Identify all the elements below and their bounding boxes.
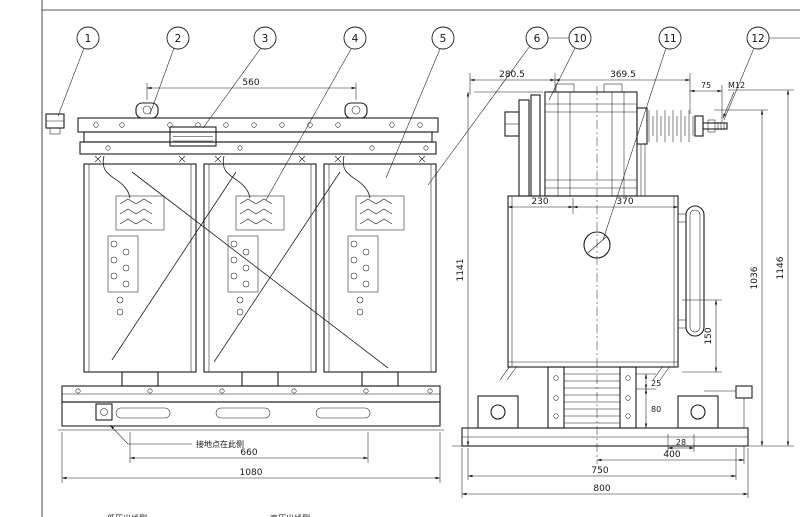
dim-1080: 1080 — [240, 468, 263, 478]
dim-280-5: 280.5 — [499, 70, 525, 80]
dim-80: 80 — [651, 405, 661, 414]
side-lower-clamp — [547, 366, 637, 429]
ground-note: 接地点在此侧 — [196, 439, 244, 449]
ground-bracket — [45, 113, 65, 135]
nameplate — [169, 126, 217, 147]
dim-230: 230 — [531, 197, 548, 207]
side-handle — [678, 205, 705, 337]
balloon-10-label: 10 — [573, 33, 586, 45]
dim-800: 800 — [593, 484, 610, 494]
dim-1141: 1141 — [456, 259, 466, 282]
side-base — [461, 385, 753, 447]
coil-phase-c — [323, 155, 437, 387]
coil-phase-a — [83, 155, 197, 387]
balloon-1-label: 1 — [85, 33, 92, 45]
side-view: 280.5 369.5 75 M12 230 370 1141 1036 — [452, 70, 794, 498]
thread-label-m12: M12 — [728, 81, 745, 90]
balloon-4: 4 — [343, 26, 367, 50]
balloon-10: 10 — [568, 26, 592, 50]
label-hv-side: 高压出线侧 — [270, 513, 310, 517]
dim-560: 560 — [242, 78, 259, 88]
balloon-11: 11 — [658, 26, 682, 50]
balloon-4-label: 4 — [352, 33, 359, 45]
balloon-leader-lines — [57, 45, 755, 241]
dim-369-5: 369.5 — [610, 70, 636, 80]
dim-660: 660 — [240, 448, 257, 458]
balloon-5: 5 — [431, 26, 455, 50]
balloon-5-label: 5 — [440, 33, 447, 45]
dim-1146: 1146 — [776, 256, 786, 279]
label-lv-side: 低压出线侧 — [107, 513, 147, 517]
front-dimensions: 560 660 1080 接地点在此侧 低压出线侧 高压出线侧 — [61, 78, 441, 517]
balloon-6-label: 6 — [534, 33, 541, 45]
dim-400: 400 — [663, 450, 680, 460]
balloon-1: 1 — [76, 26, 100, 50]
side-dimensions: 280.5 369.5 75 M12 230 370 1141 1036 — [452, 70, 794, 498]
dim-750: 750 — [591, 466, 608, 476]
balloon-2: 2 — [166, 26, 190, 50]
ground-lug — [95, 403, 113, 421]
balloon-2-label: 2 — [175, 33, 182, 45]
dim-28: 28 — [676, 438, 686, 447]
balloon-3-label: 3 — [262, 33, 269, 45]
dim-1036: 1036 — [750, 266, 760, 289]
front-coils — [83, 155, 437, 387]
side-top-clamp — [504, 83, 638, 197]
front-top-clamp — [45, 102, 439, 155]
balloon-6: 6 — [525, 26, 549, 50]
front-view: 560 660 1080 接地点在此侧 低压出线侧 高压出线侧 — [45, 78, 444, 517]
balloon-callouts: 1 2 3 4 5 6 10 11 12 — [76, 26, 800, 50]
dim-75: 75 — [701, 81, 711, 90]
hv-bushing — [636, 107, 728, 196]
front-base — [58, 385, 444, 431]
balloon-3: 3 — [253, 26, 277, 50]
hole-symbol — [583, 231, 611, 259]
balloon-12-label: 12 — [751, 33, 764, 45]
dim-370: 370 — [616, 197, 633, 207]
sheet-frame — [41, 0, 800, 517]
dim-25: 25 — [651, 379, 661, 388]
side-body — [499, 195, 679, 381]
dim-150: 150 — [704, 327, 714, 344]
balloon-11-label: 11 — [663, 33, 676, 45]
balloon-12: 12 — [746, 26, 770, 50]
